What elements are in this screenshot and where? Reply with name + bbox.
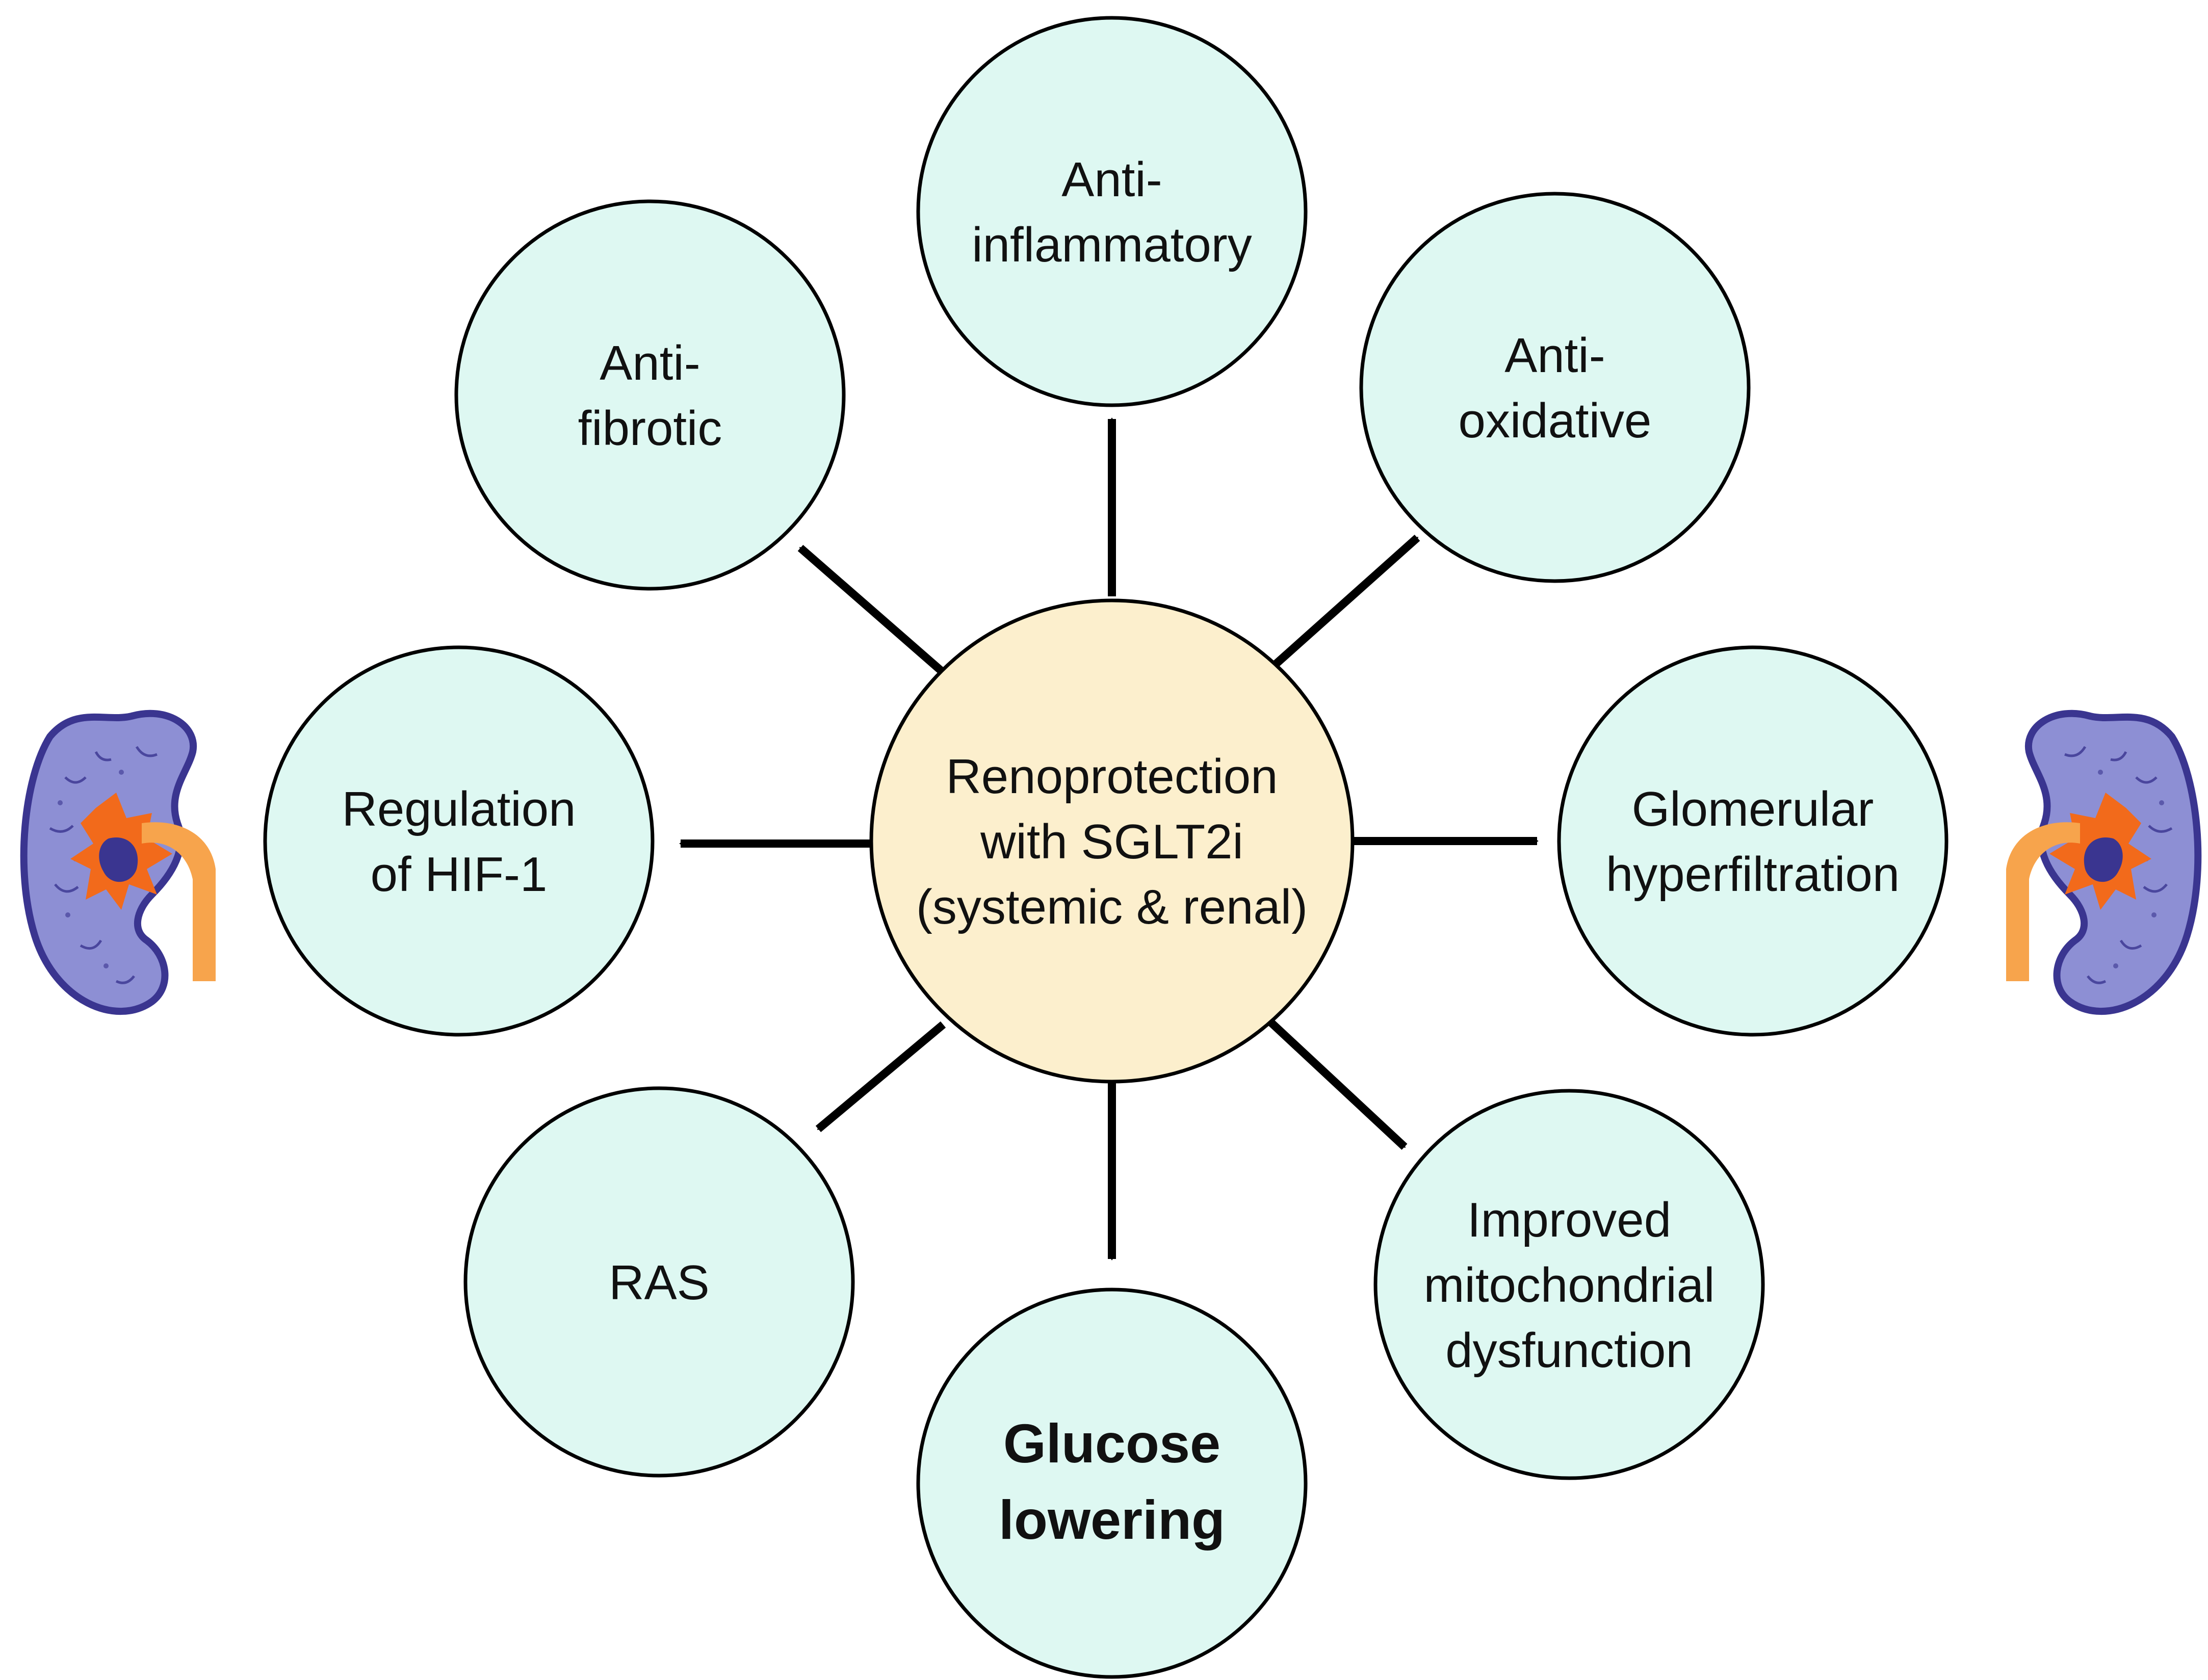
arrow-to-improved-mitochondrial-dysfunction	[1267, 1019, 1408, 1150]
node-anti-oxidative: Anti-oxidative	[1359, 192, 1751, 583]
center-circle	[869, 598, 1355, 1084]
node-label: Improved mitochondrial dysfunction	[1424, 1193, 1715, 1378]
node-circle	[916, 16, 1308, 407]
center-node: Renoprotection with SGLT2i (systemic & ren…	[869, 598, 1355, 1084]
label-line: of HIF-1	[371, 847, 548, 902]
label-line: Glomerular	[1632, 782, 1874, 836]
node-circle	[916, 1288, 1308, 1679]
node-improved-mitochondrial-dysfunction: Improved mitochondrial dysfunction	[1373, 1089, 1765, 1480]
label-line: Improved	[1467, 1193, 1671, 1247]
label-line: Anti-	[600, 336, 700, 390]
node-label: RAS	[609, 1255, 709, 1310]
label-line: inflammatory	[972, 218, 1252, 272]
label-line: RAS	[609, 1255, 709, 1310]
label-line: Glucose	[1003, 1412, 1220, 1474]
label-line: Anti-	[1061, 152, 1162, 207]
node-glomerular-hyperfiltration: Glomerular hyperfiltration	[1557, 645, 1949, 1037]
node-label: Glucose lowering	[999, 1412, 1225, 1551]
label-line: hyperfiltration	[1606, 847, 1900, 902]
label-line: oxidative	[1459, 393, 1652, 448]
kidney-icon	[2006, 714, 2198, 1011]
node-ras: RAS	[463, 1086, 855, 1478]
arrow-to-anti-oxidative	[1271, 535, 1420, 668]
label-line: lowering	[999, 1489, 1225, 1551]
label-line: Regulation	[342, 782, 576, 836]
node-circle	[1373, 1089, 1765, 1480]
label-line: (systemic & renal)	[916, 880, 1308, 934]
arrow-to-anti-fibrotic	[797, 544, 944, 674]
node-regulation-of-hif-1: Regulation of HIF-1	[263, 645, 655, 1037]
node-anti-fibrotic: Anti-fibrotic	[454, 199, 846, 591]
node-circle	[463, 1086, 855, 1478]
label-line: Anti-	[1504, 328, 1605, 383]
node-circle	[263, 645, 655, 1037]
arrows	[681, 419, 1537, 1259]
label-line: Renoprotection	[946, 749, 1278, 804]
arrow-to-ras	[815, 1021, 946, 1133]
label-line: with SGLT2i	[980, 815, 1243, 869]
node-label: Anti-fibrotic	[578, 336, 722, 456]
node-label: Anti-oxidative	[1459, 328, 1652, 448]
label-line: fibrotic	[578, 401, 722, 456]
label-line: mitochondrial	[1424, 1258, 1715, 1312]
kidney-icon	[24, 714, 216, 1011]
label-line: dysfunction	[1445, 1323, 1693, 1378]
node-circle	[454, 199, 846, 591]
node-label: Anti-inflammatory	[972, 152, 1252, 272]
node-anti-inflammatory: Anti-inflammatory	[916, 16, 1308, 407]
node-glucose-lowering: Glucose lowering	[916, 1288, 1308, 1679]
node-label: Regulation of HIF-1	[342, 782, 576, 902]
node-label: Glomerular hyperfiltration	[1606, 782, 1900, 902]
node-circle	[1557, 645, 1949, 1037]
center-label: Renoprotection with SGLT2i (systemic & ren…	[916, 749, 1308, 934]
node-circle	[1359, 192, 1751, 583]
